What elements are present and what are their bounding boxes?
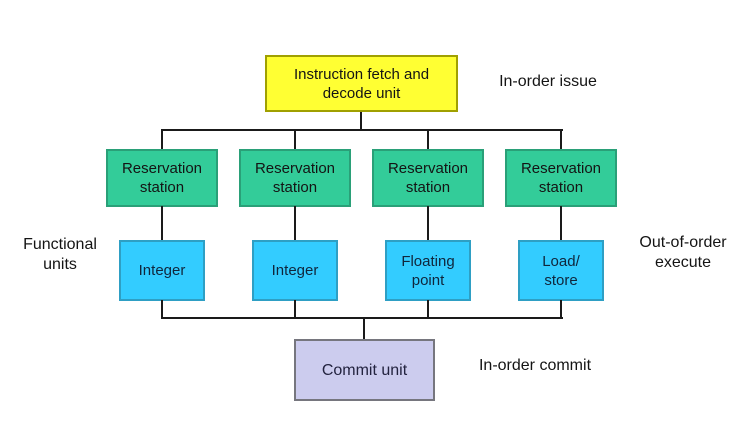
in-order-commit-label: In-order commit [455, 356, 615, 376]
box-label-line: station [272, 179, 318, 196]
box-label-line: store [544, 271, 578, 289]
reservation-station-box-3: Reservation station [372, 149, 484, 207]
note-line: In-order commit [478, 357, 592, 374]
box-label-line: point [411, 271, 445, 289]
connector-stub [161, 130, 163, 150]
reservation-station-box-2: Reservation station [239, 149, 351, 207]
commit-unit-box: Commit unit [294, 339, 435, 401]
box-label-line: Reservation [254, 160, 336, 177]
box-label-line: station [139, 179, 185, 196]
reservation-station-box-4: Reservation station [505, 149, 617, 207]
box-label-line: Load/ [542, 252, 580, 270]
reservation-station-box-1: Reservation station [106, 149, 218, 207]
note-line: Out-of-order [639, 234, 727, 251]
connector-station-unit [427, 206, 429, 241]
note-line: execute [654, 254, 712, 271]
box-label-line: station [538, 179, 584, 196]
connector-stub [427, 130, 429, 150]
connector-fetch-stem [360, 112, 362, 130]
connector-stub [294, 130, 296, 150]
connector-stub [294, 300, 296, 318]
connector-station-unit [560, 206, 562, 241]
functional-unit-integer-2-box: Integer [252, 240, 338, 301]
connector-stub [427, 300, 429, 318]
box-label-line: Reservation [387, 160, 469, 177]
functional-unit-load-store-box: Load/ store [518, 240, 604, 301]
note-line: In-order issue [499, 73, 597, 90]
functional-units-label: Functional units [6, 235, 114, 275]
connector-issue-bus [161, 129, 563, 131]
box-label-line: Instruction fetch and [293, 65, 430, 83]
functional-unit-integer-1-box: Integer [119, 240, 205, 301]
connector-station-unit [161, 206, 163, 241]
out-of-order-execute-label: Out-of-order execute [612, 233, 754, 273]
box-label-line: station [405, 179, 451, 196]
box-label-line: Commit unit [321, 361, 408, 379]
connector-commit-stem [363, 318, 365, 339]
note-line: Functional [23, 236, 97, 253]
in-order-issue-label: In-order issue [483, 72, 613, 92]
box-label-line: Floating [401, 252, 455, 270]
note-line: units [43, 256, 77, 273]
connector-station-unit [294, 206, 296, 241]
box-label-line: Reservation [520, 160, 602, 177]
box-label-line: Reservation [121, 160, 203, 177]
connector-commit-bus [161, 317, 563, 319]
connector-stub [560, 300, 562, 318]
functional-unit-floating-point-box: Floating point [385, 240, 471, 301]
connector-stub [161, 300, 163, 318]
instruction-fetch-decode-unit-box: Instruction fetch and decode unit [265, 55, 458, 112]
box-label-line: decode unit [322, 84, 401, 102]
connector-stub [560, 130, 562, 150]
box-label-line: Integer [271, 262, 319, 279]
box-label-line: Integer [138, 262, 186, 279]
